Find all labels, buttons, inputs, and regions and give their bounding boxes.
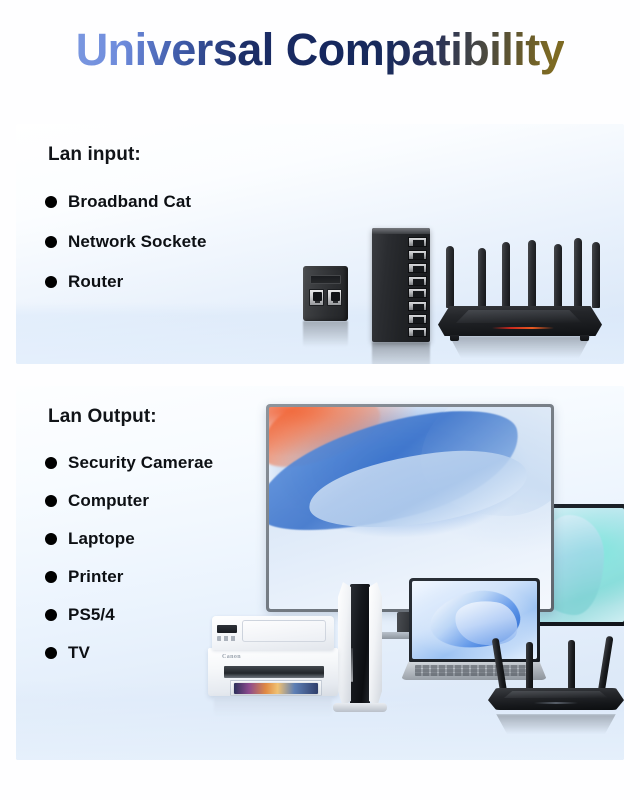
printer-output-slot [224,666,324,678]
switch-port [408,249,427,260]
switch-port [408,288,427,299]
router-foot [580,335,589,341]
lan-input-device-stage [16,124,624,364]
console-disc-slot [351,648,353,682]
laptop-computer-icon [401,578,547,688]
rj45-jack [327,289,342,306]
page-title-container: Universal Compatibility [0,24,640,75]
switch-port [408,275,427,286]
rj45-jack [309,289,324,306]
list-item: Printer [45,558,213,596]
printed-photo [234,683,318,694]
printer-lid [242,620,326,642]
router-reflection [496,714,616,734]
ethernet-switch-icon [372,228,430,342]
wifi-router-4-antenna-icon [482,630,624,716]
monitor-screen [269,407,551,609]
router-top-facet [504,691,608,698]
list-item-label: Computer [68,491,150,510]
laptop-keyboard [415,665,533,676]
list-item: TV [45,634,213,672]
router-antenna [597,635,614,695]
list-item-label: Security Camerae [68,453,214,472]
laptop-lid [409,578,540,662]
switch-port [408,237,427,247]
page-title: Universal Compatibility [75,24,565,75]
lan-input-list: Broadband Cat Network Sockete Router [45,182,207,302]
bullet-dot-icon [45,236,57,248]
panel-lan-output: Canon Lan Output: [16,386,624,760]
bullet-dot-icon [45,571,57,583]
switch-port [408,262,427,273]
network-wall-socket-icon [303,266,348,321]
list-item-label: Printer [68,567,124,586]
router-antenna [526,642,533,694]
socket-rj45-jacks [309,289,342,306]
router-led-strip [534,702,578,704]
list-item: Security Camerae [45,444,213,482]
lan-output-device-stage: Canon [16,386,624,760]
list-item: Laptope [45,520,213,558]
printer-brand-logo: Canon [222,654,242,660]
console-side-panel [369,582,382,706]
list-item: Broadband Cat [45,182,207,222]
socket-label-strip [310,275,341,284]
router-reflection [449,336,591,358]
switch-port [408,301,427,312]
list-item: PS5/4 [45,596,213,634]
router-antenna [568,640,575,694]
lan-output-list: Security Camerae Computer Laptope Printe… [45,444,213,672]
list-item: Network Sockete [45,222,207,262]
router-antenna [478,248,486,308]
list-item-label: Broadband Cat [68,192,192,211]
laptop-deck [401,662,547,680]
router-foot [450,335,459,341]
bullet-dot-icon [45,533,57,545]
lan-input-text-block: Lan input: Broadband Cat Network Sockete… [45,144,207,302]
router-antenna [502,242,510,308]
switch-top-edge [372,228,430,234]
wifi-router-7-antenna-icon [434,236,606,344]
router-antenna [592,242,600,308]
printer-reflection [214,698,332,716]
router-accent-stripe [492,327,554,329]
list-item-label: TV [68,643,90,662]
list-item: Router [45,262,207,302]
lan-output-heading: Lan Output: [48,406,157,427]
bullet-dot-icon [45,647,57,659]
console-stand-base [333,703,387,712]
router-antenna [574,238,582,308]
console-core [350,584,370,705]
list-item-label: Router [68,272,124,291]
list-item-label: Laptope [68,529,135,548]
printer-control-buttons[interactable] [217,636,237,641]
switch-port [408,326,427,337]
lan-output-text-block: Lan Output: Security Camerae Computer La… [45,406,213,672]
router-antenna [446,246,454,308]
router-antenna [491,637,508,695]
bullet-dot-icon [45,276,57,288]
switch-port-row [408,237,427,337]
game-console-ps5-icon [333,582,387,712]
bullet-dot-icon [45,495,57,507]
desktop-monitor-icon [266,404,554,639]
router-top-facet [456,310,582,323]
printer-control-display [217,625,237,633]
router-antenna [528,240,536,308]
panel-lan-input: Lan input: Broadband Cat Network Sockete… [16,124,624,364]
lan-input-heading: Lan input: [48,144,141,165]
router-antenna [554,244,562,308]
list-item: Computer [45,482,213,520]
list-item-label: PS5/4 [68,605,115,624]
console-side-panel [338,582,351,706]
list-item-label: Network Sockete [68,232,207,251]
bullet-dot-icon [45,457,57,469]
bullet-dot-icon [45,196,57,208]
inkjet-printer-icon: Canon [208,616,338,716]
bullet-dot-icon [45,609,57,621]
switch-port [408,314,427,325]
laptop-screen [412,581,537,659]
switch-reflection [372,342,430,364]
socket-reflection [303,321,348,347]
